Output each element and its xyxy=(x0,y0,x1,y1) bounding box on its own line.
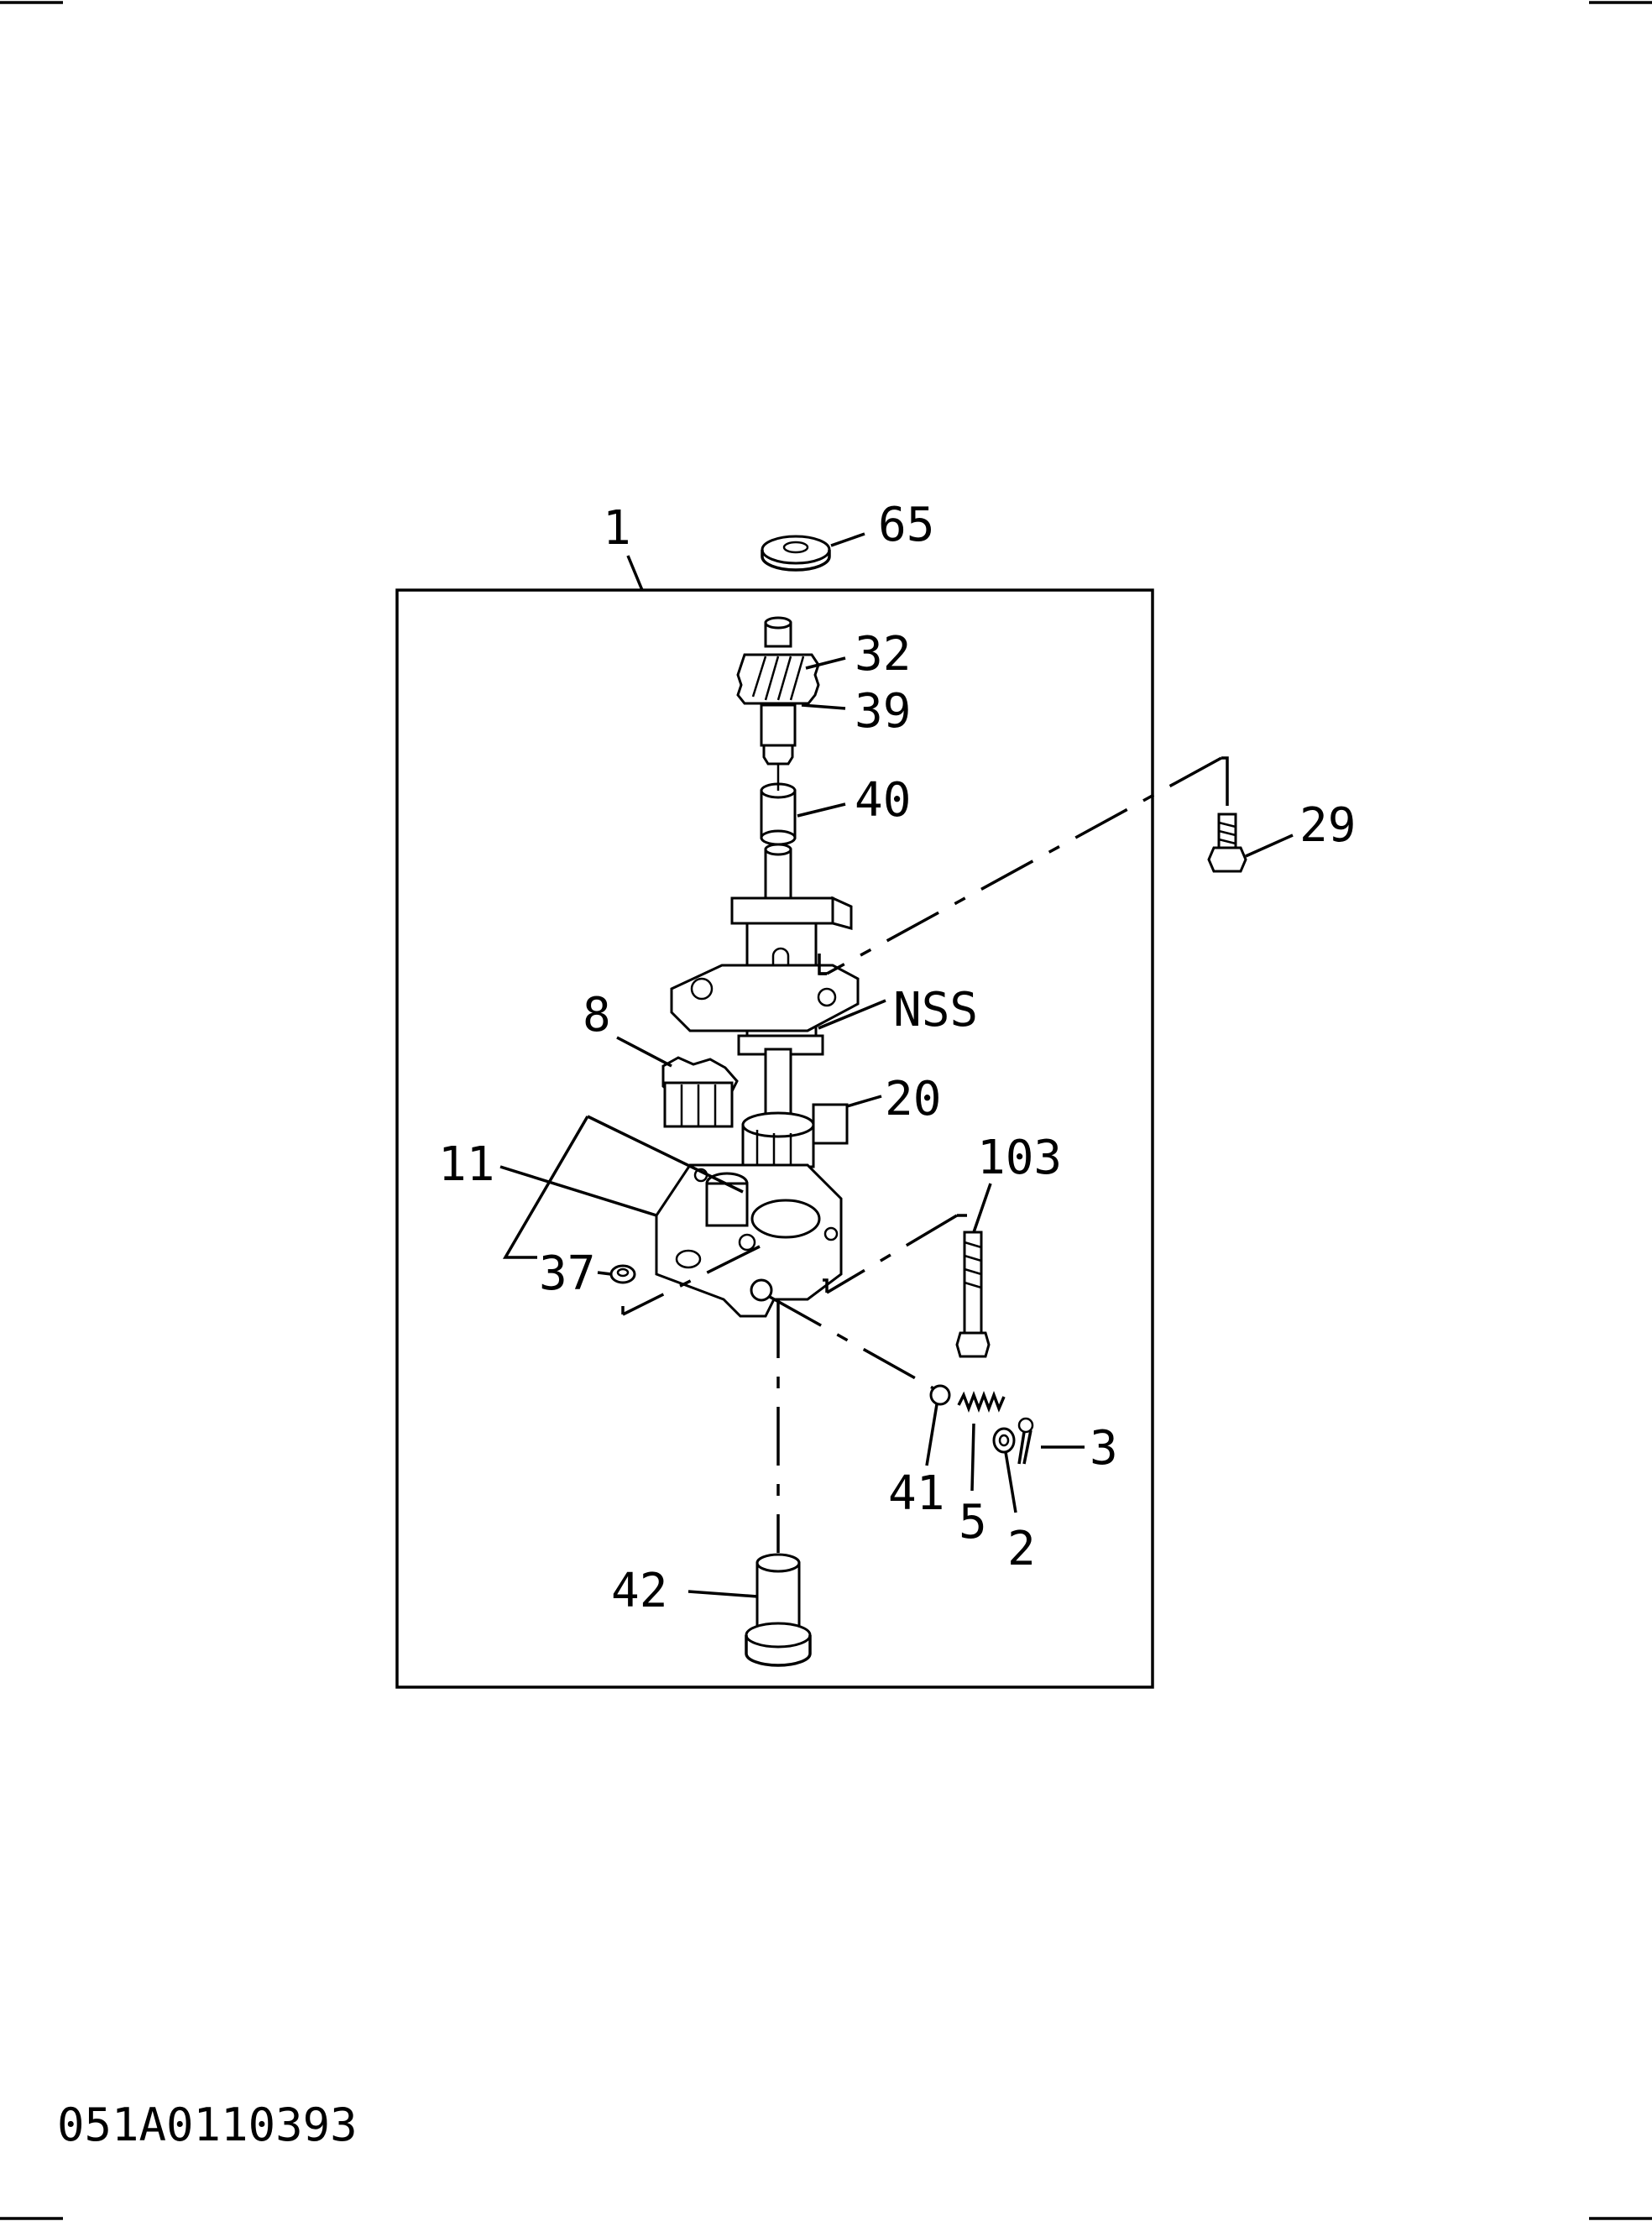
part-ball-41 xyxy=(929,1384,951,1406)
callout-37: 37 xyxy=(539,1246,595,1301)
part-washer-65 xyxy=(761,535,831,572)
callout-32: 32 xyxy=(855,627,911,682)
callout-2: 2 xyxy=(1007,1522,1036,1576)
callout-11: 11 xyxy=(438,1137,494,1192)
assembly-lines xyxy=(502,756,1229,1553)
callout-8: 8 xyxy=(583,988,611,1043)
part-washer-2 xyxy=(992,1427,1016,1454)
part-housing-11 xyxy=(655,1163,843,1318)
callout-39: 39 xyxy=(855,684,911,739)
assembly-frame xyxy=(395,588,1154,1689)
leader-lines xyxy=(499,532,1294,1598)
part-bushing-40 xyxy=(760,782,797,846)
part-bolt-29 xyxy=(1207,813,1247,873)
document-number: 051A0110393 xyxy=(57,2098,358,2151)
part-pump-body-nss xyxy=(670,843,860,1056)
part-spring-5 xyxy=(957,1391,1006,1413)
part-washer-37 xyxy=(609,1264,636,1284)
callout-3: 3 xyxy=(1090,1421,1118,1476)
callout-40: 40 xyxy=(855,773,911,828)
part-gear-8 xyxy=(661,1056,739,1128)
part-bolt-103 xyxy=(955,1231,991,1358)
callout-5: 5 xyxy=(959,1495,987,1549)
part-pin-3 xyxy=(1017,1417,1034,1465)
part-plug-42 xyxy=(745,1553,812,1667)
callout-103: 103 xyxy=(977,1131,1062,1185)
callout-nss: NSS xyxy=(893,983,978,1037)
callout-labels: 1 65 32 39 40 29 NSS 8 20 11 103 37 3 41… xyxy=(438,498,1356,1618)
callout-29: 29 xyxy=(1299,798,1356,853)
callout-42: 42 xyxy=(611,1564,667,1618)
callout-41: 41 xyxy=(888,1466,944,1521)
callout-1: 1 xyxy=(603,501,631,556)
part-drive-gear-32 xyxy=(736,616,820,766)
part-gear-20 xyxy=(741,1048,849,1168)
callout-65: 65 xyxy=(878,498,934,552)
callout-20: 20 xyxy=(885,1072,941,1126)
